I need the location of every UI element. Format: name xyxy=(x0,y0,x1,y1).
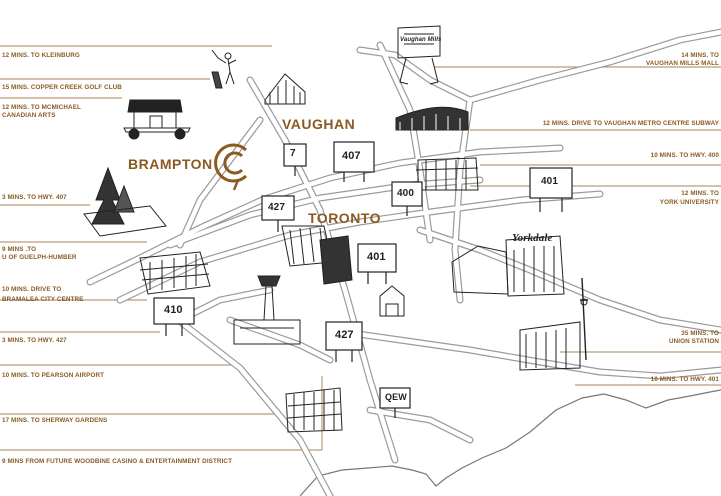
landmarks xyxy=(83,25,588,433)
label-hwy407: 3 MINS. TO HWY. 407 xyxy=(2,194,67,201)
label-hwy427: 3 MINS. TO HWY. 427 xyxy=(2,337,67,344)
city-toronto: TORONTO xyxy=(308,210,381,226)
sherway-gardens-icon xyxy=(285,387,343,433)
label-sherway: 17 MINS. TO SHERWAY GARDENS xyxy=(2,417,108,424)
label-york-line1: 12 MINS. TO xyxy=(681,190,719,197)
label-kleinburg: 12 MINS. TO KLEINBURG xyxy=(2,52,80,59)
label-vaughan-mills-line2: VAUGHAN MILLS MALL xyxy=(645,60,719,67)
highway-407-label: 407 xyxy=(342,150,361,162)
highway-7-sign xyxy=(283,143,307,176)
city-vaughan: VAUGHAN xyxy=(282,116,356,132)
cc-logo-icon xyxy=(214,143,248,191)
label-vaughan-mills-line1: 14 MINS. TO xyxy=(681,52,719,59)
guelph-humber-icon xyxy=(139,251,211,295)
vaughan-mills-sign: Vaughan Mills xyxy=(400,37,442,43)
golf-cart-icon xyxy=(123,99,191,140)
highway-427-label-north: 427 xyxy=(268,202,285,213)
label-guelph-line1: 9 MINS .TO xyxy=(2,246,37,253)
label-mcmichael-line2: CANADIAN ARTS xyxy=(2,112,56,119)
highway-410-sign xyxy=(153,297,195,336)
highway-407-sign xyxy=(333,141,375,182)
label-woodbine: 9 MINS FROM FUTURE WOODBINE CASINO & ENT… xyxy=(2,458,233,465)
highway-401-sign-central xyxy=(357,243,397,284)
road-network xyxy=(86,28,721,496)
shoreline xyxy=(299,389,721,496)
highway-410-label: 410 xyxy=(164,304,183,316)
label-york-line2: YORK UNIVERSITY xyxy=(659,199,719,206)
highway-401-label-east: 401 xyxy=(541,176,558,187)
highway-401-label-central: 401 xyxy=(367,251,386,263)
highway-401-sign-east xyxy=(529,167,573,212)
label-guelph-line2: U OF GUELPH-HUMBER xyxy=(2,254,77,261)
highway-427-label-south: 427 xyxy=(335,329,354,341)
label-bramalea-line1: 10 MINS. DRIVE TO xyxy=(2,286,62,293)
pearson-tower-icon xyxy=(233,275,301,345)
label-union-line1: 35 MINS. TO xyxy=(681,330,719,337)
mcmichael-gallery-icon xyxy=(264,73,306,105)
city-brampton: BRAMPTON xyxy=(128,156,213,172)
qew-sign xyxy=(379,387,411,418)
label-mcmichael-line1: 12 MINS. TO MCMICHAEL xyxy=(2,104,81,111)
label-hwy401: 10 MINS. TO HWY. 401 xyxy=(650,376,719,383)
qew-label: QEW xyxy=(385,392,407,402)
right-callout-lines xyxy=(434,66,721,386)
york-university-icon xyxy=(379,285,405,317)
union-station-icon xyxy=(519,277,588,371)
highway-signs xyxy=(153,141,573,418)
toronto-office-icon xyxy=(281,225,353,285)
left-callout-lines xyxy=(0,45,323,451)
label-union-line2: UNION STATION xyxy=(668,338,719,345)
highway-7-label: 7 xyxy=(290,148,296,159)
label-bramalea-line2: BRAMALEA CITY CENTRE xyxy=(2,296,84,303)
label-pearson: 10 MINS. TO PEARSON AIRPORT xyxy=(2,372,105,379)
label-copper-creek: 15 MINS. COPPER CREEK GOLF CLUB xyxy=(2,84,122,91)
vmc-subway-icon xyxy=(395,106,469,131)
golfer-icon xyxy=(211,49,237,89)
label-hwy400: 10 MINS. TO HWY. 400 xyxy=(650,152,719,159)
highway-400-label: 400 xyxy=(397,188,414,199)
yorkdale-sign: Yorkdale xyxy=(512,232,553,244)
yorkdale-mall-icon xyxy=(451,235,565,297)
label-vmc-subway: 12 MINS. DRIVE TO VAUGHAN METRO CENTRE S… xyxy=(542,120,719,127)
highway-400-sign xyxy=(391,181,423,216)
highway-427-sign-south xyxy=(325,321,363,362)
highway-427-sign-north xyxy=(261,195,295,232)
vaughan-mills-icon xyxy=(397,25,441,85)
highway-400-building-icon xyxy=(415,157,479,191)
trees-icon xyxy=(83,166,167,237)
